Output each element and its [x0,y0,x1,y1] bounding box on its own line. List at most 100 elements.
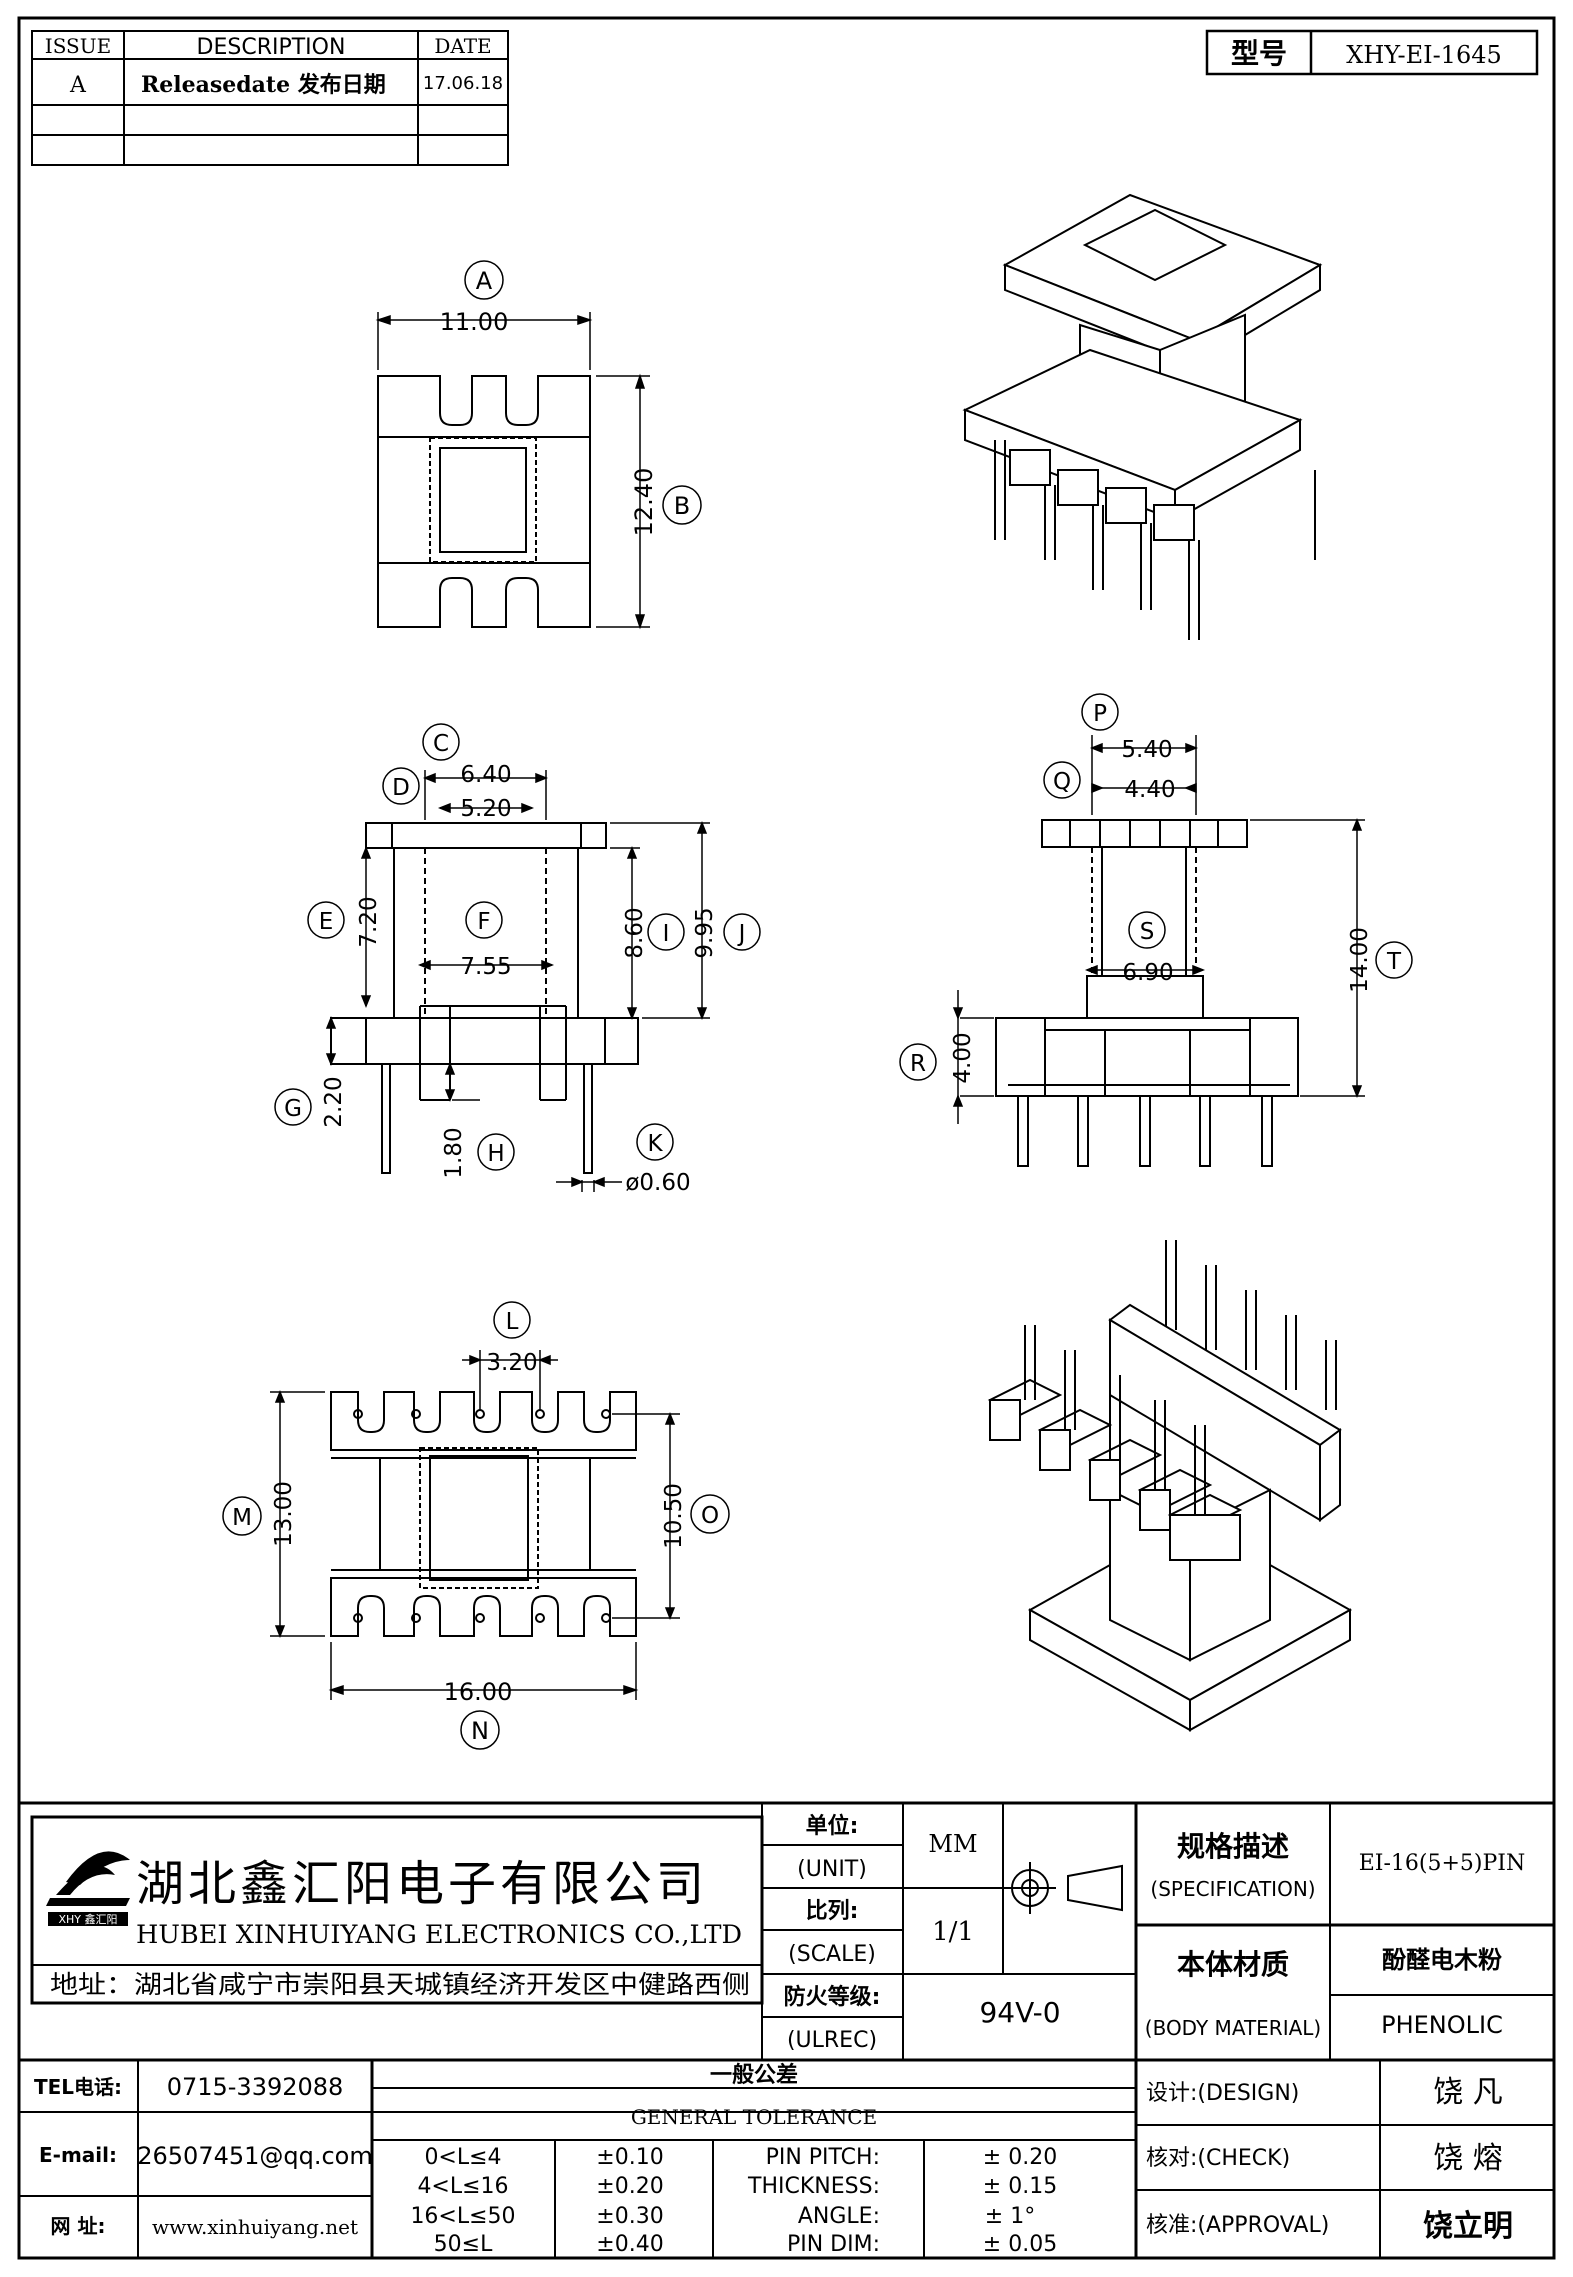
model-label: 型号 [1231,37,1287,70]
dim-O-letter: O [701,1503,719,1529]
dim-K-letter: K [647,1131,663,1157]
tolerance-range-2: 4<L≤16 [417,2174,508,2199]
dim-B [596,373,702,630]
dim-F-letter: F [477,909,490,935]
dim-C-value: 6.40 [460,762,511,788]
rev-row-1-date: 17.06.18 [423,73,503,94]
top-view [377,375,591,628]
tolerance-ranges: 0<L≤4 ±0.10 4<L≤16 ±0.20 16<L≤50 ±0.30 5… [410,2145,663,2257]
company-address: 地址：湖北省咸宁市崇阳县天城镇经济开发区中健路西侧 [50,1970,750,1999]
dim-S-letter: S [1140,919,1155,945]
dim-J-letter: J [737,921,746,947]
dim-G-letter: G [284,1096,302,1122]
dim-R-value: 4.00 [950,1032,976,1083]
side-dimensions [899,693,1413,1124]
unit-label-en: (UNIT) [797,1857,867,1882]
model-box [1205,29,1539,76]
isometric-view-bottom [987,1240,1353,1732]
unit-label-cn: 单位: [806,1813,859,1839]
dim-A-letter: A [476,267,493,295]
spec-pin-dim-label: PIN DIM: [787,2232,880,2257]
dim-A-value: 11.00 [440,308,509,336]
rev-header-issue: ISSUE [45,34,111,58]
company-logo-text: XHY 鑫汇阳 [58,1912,117,1926]
spec-thickness-label: THICKNESS: [747,2174,880,2199]
dim-D-value: 5.20 [460,796,511,822]
web-value: www.xinhuiyang.net [152,2215,358,2239]
dim-M-value: 13.00 [271,1481,297,1547]
rev-row-1-description: Releasedate 发布日期 [141,72,386,98]
dim-E-letter: E [319,909,334,935]
dim-L-value: 3.20 [486,1350,537,1376]
body-material-value-en: PHENOLIC [1381,2011,1503,2039]
dim-I-value: 8.60 [622,907,648,958]
unit-value: MM [928,1830,977,1858]
dim-L-letter: L [506,1309,519,1335]
tolerance-value-4: ±0.40 [596,2232,663,2257]
tolerance-title-cn: 一般公差 [710,2062,798,2088]
model-value: XHY-EI-1645 [1346,41,1502,69]
email-label: E-mail: [39,2143,117,2167]
body-material-label-cn: 本体材质 [1177,1948,1289,1981]
scale-label-cn: 比列: [806,1899,859,1924]
tolerance-range-3: 16<L≤50 [410,2204,515,2229]
design-label: 设计:(DESIGN) [1146,2081,1299,2106]
rev-header-description: DESCRIPTION [197,35,346,60]
tolerance-value-1: ±0.10 [596,2145,663,2170]
dim-R-letter: R [910,1051,926,1077]
ulrec-label-en: (ULREC) [787,2028,877,2053]
spec-label-cn: 规格描述 [1177,1830,1289,1863]
dim-G-value: 2.20 [321,1076,347,1127]
dim-C-letter: C [433,731,449,757]
isometric-view-top [962,193,1323,640]
dim-K-value: ø0.60 [625,1170,690,1196]
dim-B-value: 12.40 [630,468,658,537]
dim-S-value: 6.90 [1122,960,1173,986]
approval-value: 饶立明 [1423,2209,1513,2244]
dim-P-letter: P [1093,701,1107,727]
check-value: 饶 熔 [1433,2141,1503,2176]
tolerance-specs: PIN PITCH: ± 0.20 THICKNESS: ± 0.15 ANGL… [747,2145,1057,2257]
dim-B-letter: B [674,492,690,520]
dim-D-letter: D [392,775,410,801]
spec-pin-pitch-label: PIN PITCH: [766,2145,880,2170]
dim-M-letter: M [232,1505,252,1531]
front-view [330,822,639,1174]
dim-H-value: 1.80 [441,1127,467,1178]
spec-label-en: (SPECIFICATION) [1150,1877,1315,1901]
tolerance-title-en: GENERAL TOLERANCE [631,2105,877,2129]
web-label: 网 址: [51,2214,106,2238]
body-material-value-cn: 酚醛电木粉 [1382,1946,1502,1974]
body-material-label-en: (BODY MATERIAL) [1145,2016,1321,2040]
company-name-cn: 湖北鑫汇阳电子有限公司 [136,1856,708,1912]
dim-Q-value: 4.40 [1124,777,1175,803]
side-view [995,819,1299,1167]
bottom-view [330,1391,637,1637]
dim-T-value: 14.00 [1347,927,1373,993]
dim-J-value: 9.95 [692,907,718,958]
dim-N-letter: N [471,1717,489,1745]
title-block-grid [19,1801,1554,2258]
tel-label: TEL电话: [34,2075,122,2099]
scale-value: 1/1 [932,1917,974,1947]
spec-value: EI-16(5+5)PIN [1359,1851,1526,1876]
dim-A [375,260,593,370]
dim-E-value: 7.20 [356,896,382,947]
dim-N-value: 16.00 [444,1678,513,1706]
spec-pin-pitch-value: ± 0.20 [983,2145,1057,2170]
spec-angle-label: ANGLE: [798,2204,880,2229]
dim-Q-letter: Q [1053,769,1071,795]
sheet-border [17,16,1556,2260]
spec-thickness-value: ± 0.15 [983,2174,1057,2199]
rev-header-date: DATE [434,34,491,58]
revision-table [31,30,509,166]
spec-angle-value: ± 1° [985,2204,1035,2229]
email-value: 26507451@qq.com [137,2142,373,2170]
dim-F-value: 7.55 [460,954,511,980]
ulrec-label-cn: 防火等级: [784,1984,881,2010]
tolerance-range-1: 0<L≤4 [424,2145,501,2170]
check-label: 核对:(CHECK) [1146,2146,1290,2171]
dim-T-letter: T [1386,949,1402,975]
tolerance-range-4: 50≤L [434,2232,493,2257]
